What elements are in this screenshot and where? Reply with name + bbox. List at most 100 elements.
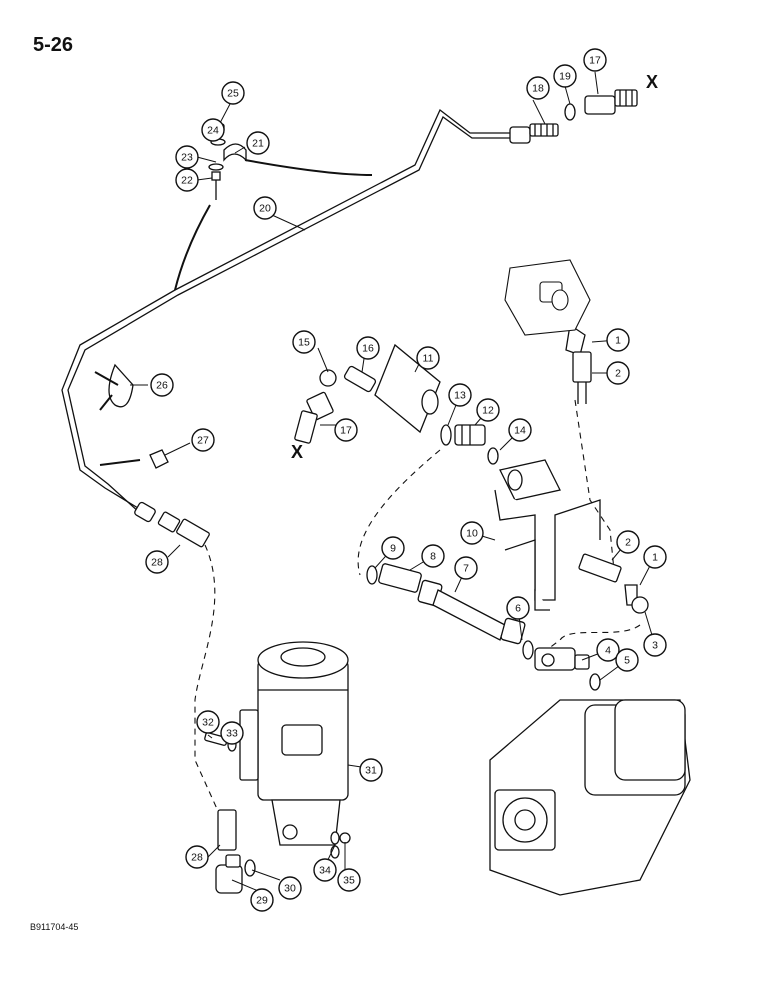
callout-3: 3 [643, 633, 667, 657]
tube-end-fitting-top [509, 89, 638, 144]
callout-circle [506, 596, 530, 620]
callout-label: 4 [605, 645, 611, 657]
routing-dashes [194, 399, 641, 821]
callout-circle [596, 638, 620, 662]
callout-circle [175, 168, 199, 192]
nut-washer [330, 831, 351, 845]
bracket-clip [99, 449, 169, 469]
callout-24: 24 [201, 118, 225, 142]
callout-circle [359, 758, 383, 782]
callout-label: 26 [156, 380, 168, 392]
tube-end-fitting-bottom [134, 501, 210, 548]
callout-circle [253, 196, 277, 220]
callout-label: 17 [340, 425, 352, 437]
callout-circle [220, 721, 244, 745]
callout-label: 20 [259, 203, 271, 215]
callout-31: 31 [359, 758, 383, 782]
connection-mark-top: X [646, 72, 658, 92]
adapter-fittings [440, 424, 499, 465]
callout-label: 35 [343, 875, 355, 887]
callout-circle [416, 346, 440, 370]
callout-label: 5 [624, 655, 630, 667]
callout-label: 11 [423, 353, 434, 365]
callout-8: 8 [421, 544, 445, 568]
callout-circle [292, 330, 316, 354]
valve-bracket [494, 459, 601, 611]
callout-16: 16 [356, 336, 380, 360]
callout-2-2: 2 [616, 530, 640, 554]
callout-34: 34 [313, 858, 337, 882]
callout-label: 25 [227, 88, 239, 100]
callout-7: 7 [454, 556, 478, 580]
callout-circle [196, 710, 220, 734]
callout-1: 1 [606, 328, 630, 352]
callout-5: 5 [615, 648, 639, 672]
figure-code: B911704-45 [30, 922, 79, 932]
callout-circle [381, 536, 405, 560]
callout-circle [250, 888, 274, 912]
callout-circle [508, 418, 532, 442]
callout-28: 28 [145, 550, 169, 574]
elbow-fittings-right [578, 553, 649, 614]
callout-19: 19 [553, 64, 577, 88]
callout-20: 20 [253, 196, 277, 220]
callout-label: 23 [181, 152, 193, 164]
callout-circle [313, 858, 337, 882]
tee-fitting [534, 647, 601, 691]
callout-21: 21 [246, 131, 270, 155]
callout-17: 17 [583, 48, 607, 72]
callout-27: 27 [191, 428, 215, 452]
callout-label: 1 [652, 552, 658, 564]
callout-circle [643, 633, 667, 657]
callout-label: 22 [181, 175, 193, 187]
callout-label: 18 [532, 83, 544, 95]
callout-label: 32 [202, 717, 214, 729]
callout-23: 23 [175, 145, 199, 169]
callout-circle [606, 328, 630, 352]
callout-circle [583, 48, 607, 72]
callout-label: 28 [191, 852, 203, 864]
callout-2: 2 [606, 361, 630, 385]
callout-label: 13 [454, 390, 466, 402]
hose-assembly [366, 563, 534, 660]
callout-17-2: 17 [334, 418, 358, 442]
callout-label: 16 [362, 343, 374, 355]
callout-circle [175, 145, 199, 169]
callout-14: 14 [508, 418, 532, 442]
callout-circle [454, 556, 478, 580]
callout-circle [643, 545, 667, 569]
callout-circle [616, 530, 640, 554]
callout-circle [526, 76, 550, 100]
callout-label: 17 [589, 55, 601, 67]
callout-label: 3 [652, 640, 658, 652]
callout-circle [421, 544, 445, 568]
callout-26: 26 [150, 373, 174, 397]
hydraulic-pump [489, 699, 691, 896]
callout-12: 12 [476, 398, 500, 422]
callout-label: 12 [482, 405, 494, 417]
callout-circle [460, 521, 484, 545]
callout-label: 9 [390, 543, 396, 555]
callout-circle [201, 118, 225, 142]
callout-label: 19 [559, 71, 571, 83]
callout-circle [476, 398, 500, 422]
callout-circle [334, 418, 358, 442]
callout-4: 4 [596, 638, 620, 662]
callout-circle [185, 845, 209, 869]
connection-mark-left: X [291, 442, 303, 462]
callout-label: 6 [515, 603, 521, 615]
callout-label: 30 [284, 883, 296, 895]
callout-label: 15 [298, 337, 310, 349]
page-number: 5-26 [33, 34, 74, 56]
callout-9: 9 [381, 536, 405, 560]
callout-label: 24 [207, 125, 219, 137]
callout-label: 33 [226, 728, 238, 740]
callout-28-2: 28 [185, 845, 209, 869]
callout-6: 6 [506, 596, 530, 620]
callout-18: 18 [526, 76, 550, 100]
callout-label: 2 [615, 368, 621, 380]
manifold-block [306, 343, 441, 434]
hose-clip [94, 363, 134, 411]
callout-label: 27 [197, 435, 209, 447]
electric-motor [239, 641, 349, 859]
